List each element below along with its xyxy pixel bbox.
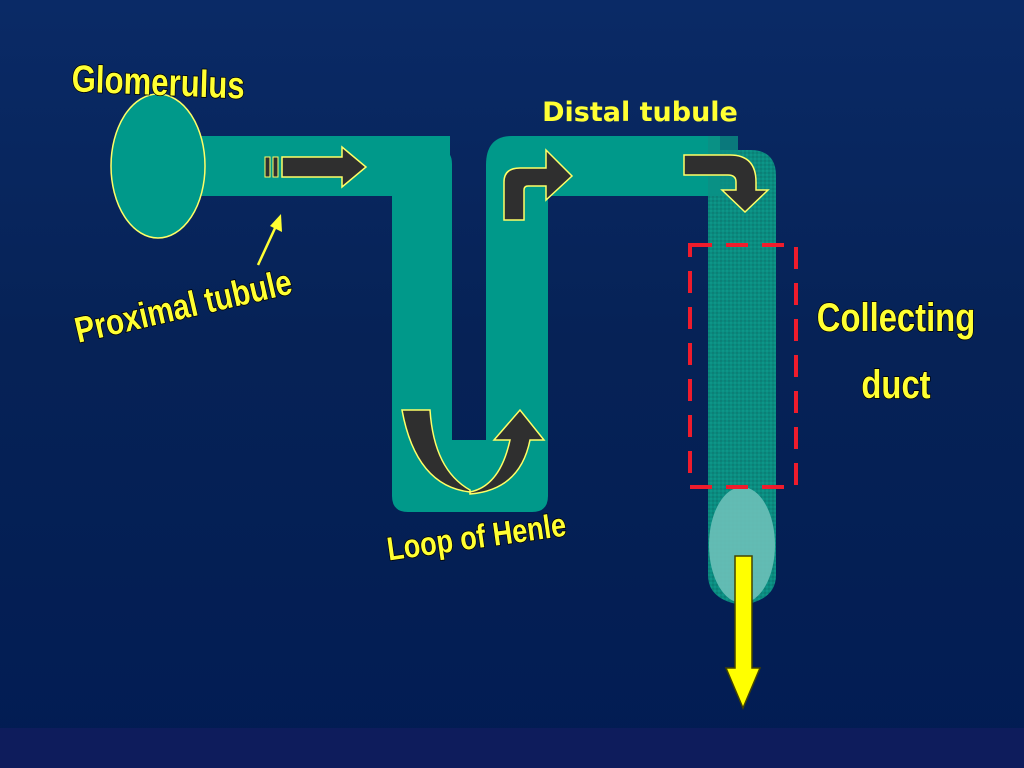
- flow-arrow-right-icon: [264, 145, 368, 189]
- footer-band: [0, 728, 1024, 768]
- nephron-tubule: [190, 136, 720, 512]
- pointer-arrow-icon: [256, 214, 282, 266]
- ascending-limb: [486, 136, 548, 455]
- descending-limb: [392, 150, 452, 455]
- collecting-duct-tube: [708, 150, 776, 605]
- collecting-duct-label-line1: Collecting: [817, 295, 975, 340]
- flow-arrow-u-turn-icon: [401, 408, 546, 495]
- loop-of-henle-label: Loop of Henle: [385, 507, 569, 568]
- collecting-duct-label-line2: duct: [861, 362, 930, 407]
- highlight-box: [688, 243, 798, 489]
- distal-tubule-label: Distal tubule: [542, 97, 738, 128]
- collecting-duct-outlet: [709, 487, 775, 603]
- glomerulus-shape: [110, 93, 206, 239]
- flow-arrow-up-right-icon: [503, 148, 574, 221]
- proximal-tubule-label: Proximal tubule: [71, 261, 296, 350]
- flow-arrow-curve-down-icon: [683, 154, 770, 214]
- urine-out-arrow-icon: [724, 555, 762, 710]
- glomerulus-label: Glomerulus: [71, 59, 245, 108]
